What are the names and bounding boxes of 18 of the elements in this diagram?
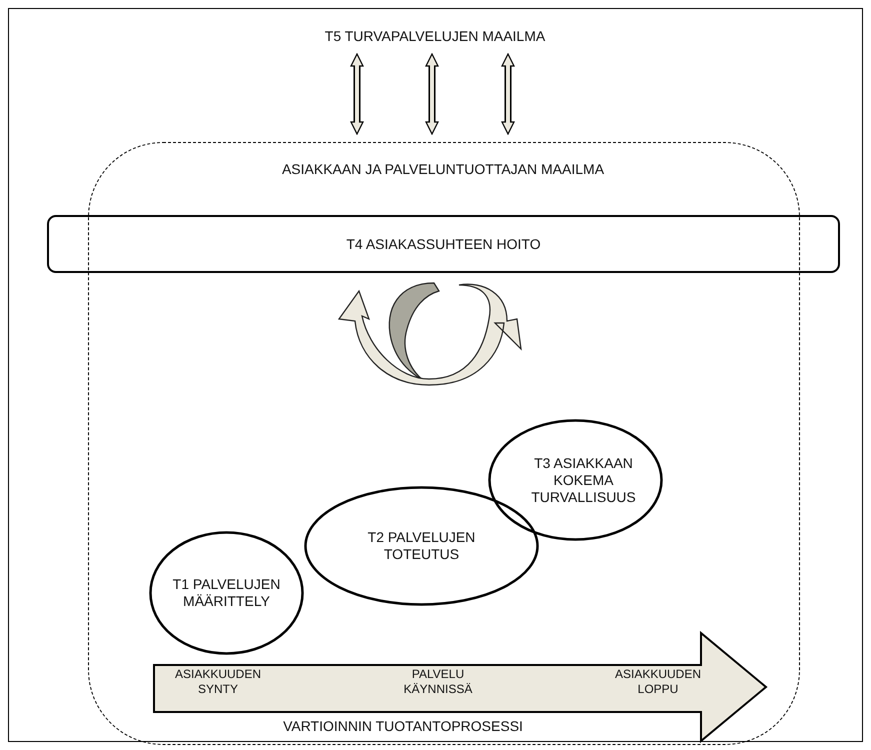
title-text: T5 TURVAPALVELUJEN MAAILMA (250, 28, 620, 48)
double-arrow (350, 53, 364, 135)
rounded-band (47, 215, 840, 273)
dashed-region (88, 142, 800, 745)
process-arrow (153, 632, 767, 742)
double-arrow (425, 53, 439, 135)
ellipse-node (488, 419, 663, 541)
process-caption: VARTIOINNIN TUOTANTOPROSESSI (282, 718, 524, 736)
stage-label: ASIAKKUUDEN LOPPU (614, 667, 702, 698)
ellipse-label: T2 PALVELUJEN TOTEUTUS (366, 528, 476, 564)
ellipse-node (149, 531, 304, 655)
stage-label: ASIAKKUUDEN SYNTY (174, 667, 262, 698)
band-label: T4 ASIAKASSUHTEEN HOITO (346, 236, 541, 252)
region-heading: ASIAKKAAN JA PALVELUNTUOTTAJAN MAAILMA (280, 161, 606, 179)
double-arrow (501, 53, 515, 135)
ellipse-label: T1 PALVELUJEN MÄÄRITTELY (172, 575, 282, 611)
stage-label: PALVELU KÄYNNISSÄ (402, 667, 474, 698)
ellipse-label: T3 ASIAKKAAN KOKEMA TURVALLISUUS (530, 454, 637, 506)
